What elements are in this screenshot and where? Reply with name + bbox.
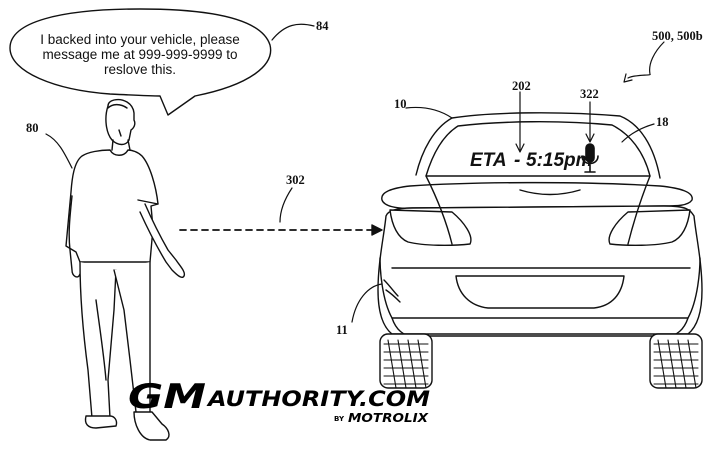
- eta-separator: -: [514, 150, 520, 171]
- ref-84: 84: [316, 19, 329, 33]
- logo-gm: GM: [128, 377, 206, 417]
- ref-80: 80: [26, 121, 39, 135]
- ref-302: 302: [286, 173, 305, 187]
- leader-lines: [45, 23, 665, 323]
- bubble-message-line-3: reslove this.: [104, 62, 176, 77]
- ref-11: 11: [336, 323, 348, 337]
- gmauthority-logo: GM AUTHORITY.COM BY MOTROLIX: [128, 377, 430, 425]
- ref-322: 322: [580, 87, 599, 101]
- person-figure: [65, 98, 186, 441]
- microphone-icon: [581, 143, 599, 173]
- ref-18: 18: [656, 115, 669, 129]
- bubble-message-line-2: message me at 999-999-9999 to: [42, 47, 237, 62]
- ref-500-500b: 500, 500b: [652, 29, 703, 43]
- bubble-message-line-1: I backed into your vehicle, please: [40, 32, 240, 47]
- tire-tread: [383, 339, 699, 389]
- logo-motrolix: MOTROLIX: [348, 411, 429, 425]
- eta-label: ETA: [470, 150, 507, 171]
- license-plate-recess: [455, 275, 625, 309]
- ref-10: 10: [394, 97, 407, 111]
- ref-202: 202: [512, 79, 531, 93]
- logo-authority: AUTHORITY.COM: [206, 387, 430, 411]
- signal-arrow: [179, 224, 383, 236]
- eta-time: 5:15pm: [526, 150, 593, 171]
- logo-by: BY: [334, 415, 345, 423]
- speech-bubble: [9, 8, 272, 116]
